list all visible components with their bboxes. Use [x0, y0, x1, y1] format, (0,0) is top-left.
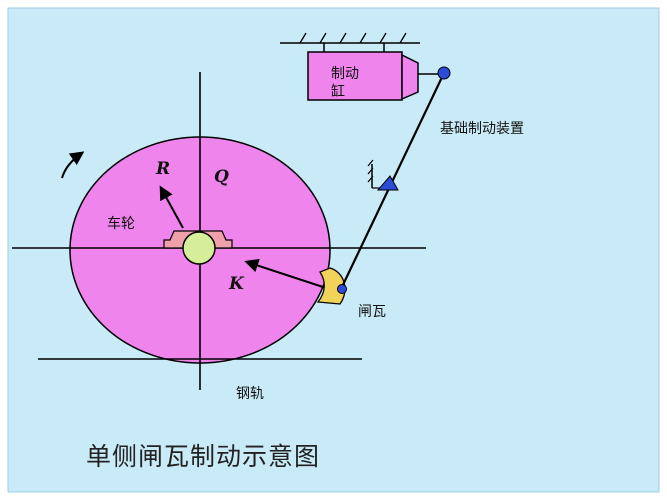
force-r-label: R: [155, 159, 170, 179]
foundation-brake-label: 基础制动装置: [440, 120, 524, 137]
force-k-label: K: [228, 274, 245, 294]
brake-shoe: [316, 267, 346, 305]
wheel-label: 车轮: [107, 215, 135, 232]
force-r-arrow: [159, 185, 184, 229]
force-q-label: Q: [214, 167, 229, 187]
brake-shoe-label: 闸瓦: [358, 304, 386, 320]
lever-upper-pivot: [437, 66, 451, 80]
diagram-caption: 单侧闸瓦制动示意图: [86, 442, 320, 471]
rail-label: 钢轨: [236, 386, 264, 402]
axle-hub: [182, 231, 216, 265]
rotation-arrow: [61, 151, 85, 179]
cylinder-label-line2: 缸: [331, 83, 345, 100]
lever-fulcrum-support: [367, 159, 399, 191]
cylinder-mount: [280, 32, 420, 52]
cylinder-piston-cap: [401, 53, 419, 101]
lever-lower-pivot: [337, 284, 347, 294]
cylinder-label-line1: 制动: [331, 66, 359, 82]
force-k-arrow: [244, 258, 327, 289]
